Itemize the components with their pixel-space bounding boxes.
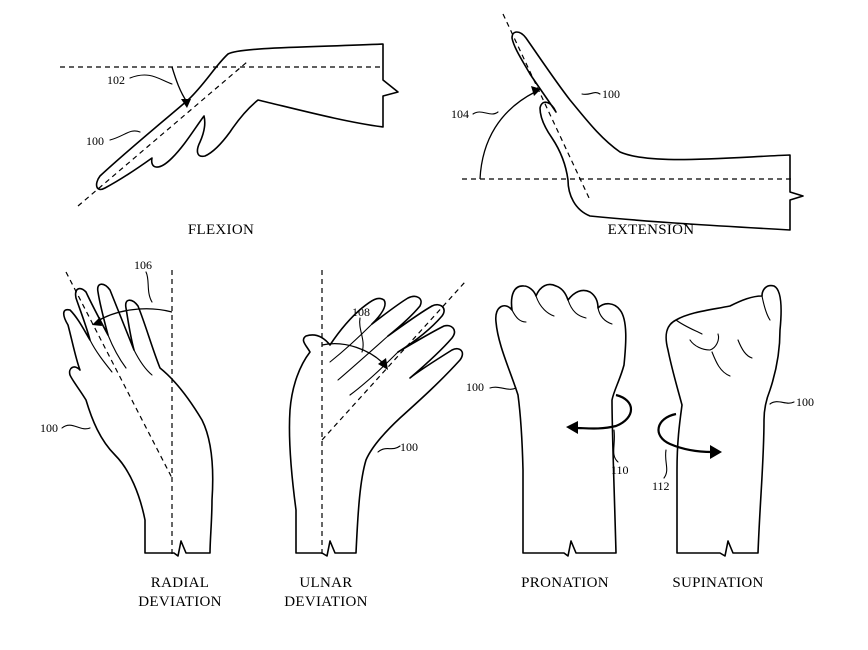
radial-deviation-panel: 106 100 RADIAL DEVIATION (40, 258, 222, 610)
flexion-leader-100 (109, 130, 141, 141)
flexion-leader-102 (129, 74, 173, 85)
supination-fist-outline (665, 284, 782, 557)
extension-angle-arc (479, 91, 536, 180)
pronation-fist-outline (495, 283, 627, 557)
extension-leader-104 (472, 111, 499, 115)
pronation-panel: 110 100 PRONATION (466, 283, 633, 591)
ulnar-angle-arrowhead (378, 358, 388, 370)
radial-hand-outline (62, 283, 214, 557)
flexion-caption: FLEXION (188, 222, 254, 238)
extension-panel: 104 100 EXTENSION (451, 13, 804, 238)
ulnar-caption-line2: DEVIATION (284, 594, 368, 610)
supination-thumb-line (675, 319, 703, 335)
radial-finger-line-1 (89, 339, 113, 373)
extension-ref-104: 104 (451, 107, 469, 121)
extension-caption: EXTENSION (608, 222, 695, 238)
radial-finger-line-2 (107, 334, 127, 369)
radial-ref-100: 100 (40, 421, 58, 435)
pronation-knuckle-2 (535, 295, 555, 317)
flexion-angle-arrowhead (181, 99, 191, 108)
radial-caption-line2: DEVIATION (138, 594, 222, 610)
flexion-ref-100: 100 (86, 134, 104, 148)
ulnar-hand-outline (288, 295, 464, 557)
ulnar-ref-108: 108 (352, 305, 370, 319)
radial-angle-arrowhead (92, 317, 102, 326)
radial-finger-line-3 (133, 349, 153, 376)
supination-ref-100: 100 (796, 395, 814, 409)
ulnar-finger-line-2 (337, 335, 389, 381)
supination-finger-line-1 (711, 351, 731, 377)
pronation-leader-100 (489, 386, 517, 390)
supination-finger-line-3 (761, 295, 771, 321)
flexion-hand-axis-line (77, 61, 248, 207)
extension-hand-outline (511, 31, 804, 231)
pronation-knuckle-1 (511, 309, 527, 323)
flexion-hand-outline (95, 43, 399, 191)
radial-ref-106: 106 (134, 258, 152, 272)
ulnar-deviation-panel: 108 100 ULNAR DEVIATION (284, 270, 466, 610)
radial-leader-100 (61, 424, 91, 430)
pronation-knuckle-4 (597, 307, 613, 325)
extension-leader-100 (581, 92, 601, 95)
pronation-ref-100: 100 (466, 380, 484, 394)
pronation-rotation-arrowhead (566, 421, 578, 434)
supination-rotation-arrowhead (710, 445, 722, 459)
extension-hand-axis-line (502, 13, 591, 201)
supination-leader-100 (769, 401, 795, 405)
flexion-panel: 102 100 FLEXION (60, 43, 399, 238)
ulnar-finger-line-3 (349, 351, 399, 396)
radial-hand-axis-line (65, 271, 173, 479)
pronation-knuckle-3 (567, 299, 587, 319)
supination-caption: SUPINATION (672, 575, 763, 591)
radial-angle-arc (95, 308, 173, 323)
radial-leader-106 (145, 271, 153, 303)
ulnar-hand-axis-line (321, 281, 466, 441)
ulnar-leader-100 (377, 445, 401, 453)
radial-caption-line1: RADIAL (151, 575, 209, 591)
flexion-angle-arc (171, 66, 188, 103)
pronation-rotation-arrow (575, 393, 633, 430)
supination-thumbnail (689, 333, 720, 351)
extension-ref-100: 100 (602, 87, 620, 101)
ulnar-leader-108 (359, 317, 364, 353)
extension-angle-arrowhead (531, 86, 541, 96)
pronation-leader-110 (613, 429, 619, 463)
ulnar-finger-line-1 (329, 323, 373, 363)
supination-leader-112 (663, 449, 668, 479)
supination-rotation-arrow (657, 412, 713, 454)
ulnar-angle-arc (321, 343, 385, 365)
ulnar-ref-100: 100 (400, 440, 418, 454)
supination-panel: 112 100 SUPINATION (652, 284, 814, 591)
supination-ref-112: 112 (652, 479, 670, 493)
pronation-caption: PRONATION (521, 575, 609, 591)
supination-finger-line-2 (737, 339, 753, 359)
ulnar-caption-line1: ULNAR (299, 575, 352, 591)
flexion-ref-102: 102 (107, 73, 125, 87)
pronation-ref-110: 110 (611, 463, 629, 477)
